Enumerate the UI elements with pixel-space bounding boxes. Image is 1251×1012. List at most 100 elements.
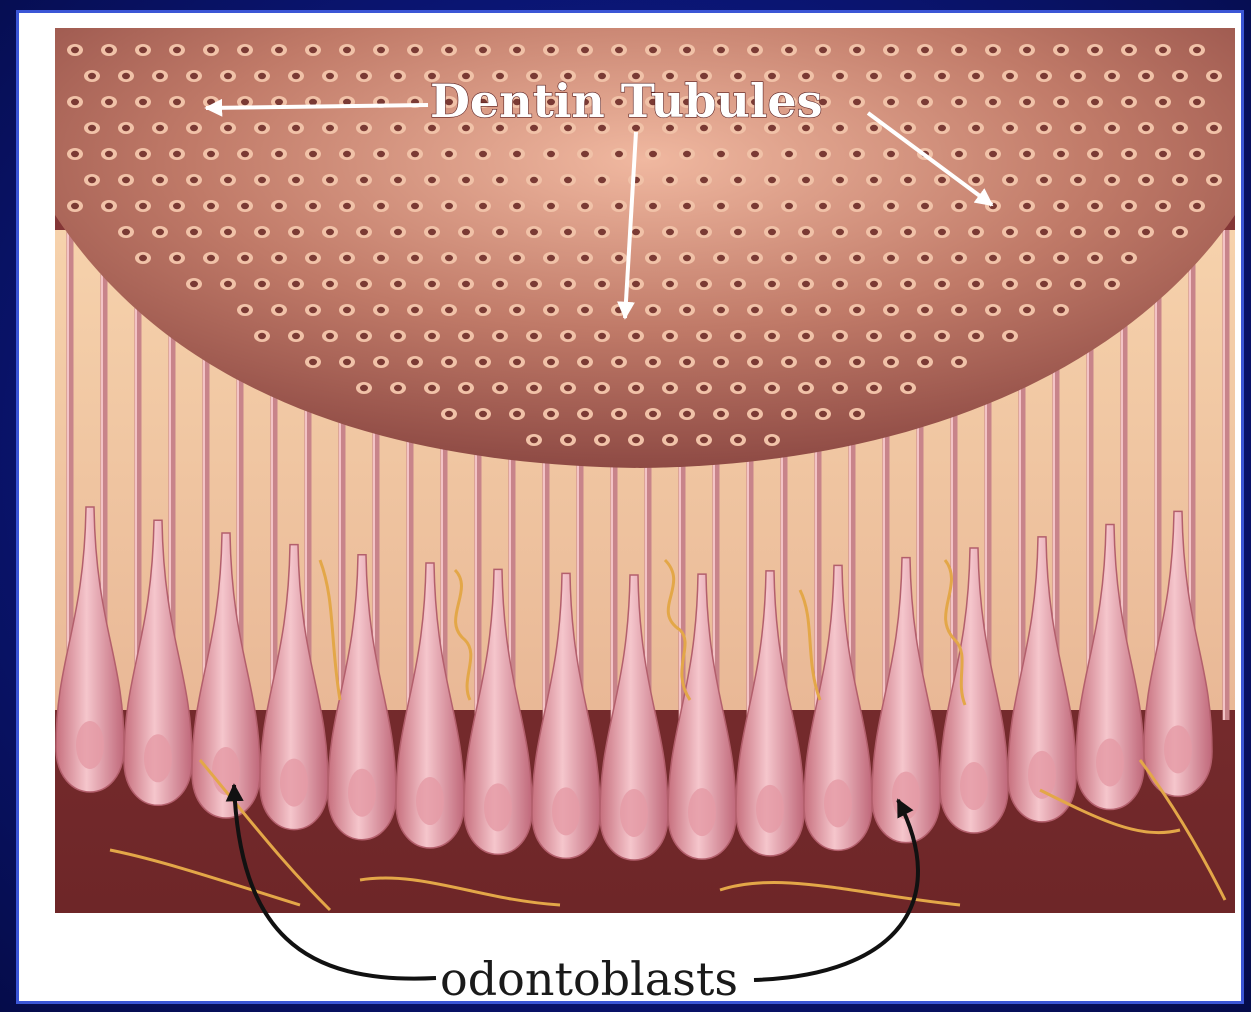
tubule-opening — [343, 203, 351, 209]
tubule-opening — [275, 255, 283, 261]
tubule-opening — [938, 73, 946, 79]
tubule-opening — [887, 151, 895, 157]
odontoblast-nucleus — [960, 762, 988, 810]
tubule-opening — [989, 307, 997, 313]
tubule-opening — [445, 411, 453, 417]
tubule-opening — [1108, 73, 1116, 79]
tubule-opening — [122, 125, 130, 131]
tubule-opening — [1125, 255, 1133, 261]
tubule-opening — [615, 151, 623, 157]
tubule-opening — [241, 255, 249, 261]
tubule-opening — [649, 151, 657, 157]
tubule-opening — [564, 333, 572, 339]
tubule-opening — [1091, 47, 1099, 53]
tubule-opening — [258, 125, 266, 131]
tubule-opening — [870, 125, 878, 131]
tubule-opening — [207, 99, 215, 105]
tubule-opening — [530, 437, 538, 443]
tubule-opening — [428, 177, 436, 183]
tubule-opening — [190, 177, 198, 183]
tubule-opening — [309, 307, 317, 313]
tubule-opening — [972, 73, 980, 79]
tubule-opening — [581, 255, 589, 261]
tubule-opening — [955, 307, 963, 313]
tubule-opening — [700, 385, 708, 391]
tubule-opening — [411, 203, 419, 209]
tubule-opening — [683, 151, 691, 157]
tubule-opening — [428, 281, 436, 287]
tubule-opening — [904, 281, 912, 287]
tubule-opening — [989, 47, 997, 53]
tubule-opening — [1159, 47, 1167, 53]
odontoblast-nucleus — [348, 769, 376, 817]
tubule-opening — [1074, 281, 1082, 287]
tubule-opening — [1091, 255, 1099, 261]
tubule-opening — [768, 385, 776, 391]
tubule-opening — [734, 385, 742, 391]
tubule-opening — [972, 125, 980, 131]
tubule-opening — [394, 177, 402, 183]
tubule-opening — [1193, 203, 1201, 209]
tubule-opening — [326, 73, 334, 79]
tubule-opening — [598, 281, 606, 287]
tubule-opening — [326, 333, 334, 339]
tubule-opening — [1125, 203, 1133, 209]
tubule-opening — [513, 255, 521, 261]
tubule-opening — [1023, 99, 1031, 105]
tubule-opening — [173, 255, 181, 261]
tubule-opening — [717, 203, 725, 209]
tubule-opening — [496, 177, 504, 183]
tubule-opening — [547, 255, 555, 261]
tubule-opening — [887, 47, 895, 53]
tubule-opening — [819, 411, 827, 417]
tubule-opening — [683, 307, 691, 313]
tubule-opening — [972, 177, 980, 183]
tubule-opening — [955, 47, 963, 53]
tubule-opening — [292, 333, 300, 339]
tubule-opening — [853, 151, 861, 157]
tubule-opening — [394, 333, 402, 339]
tubule-opening — [734, 281, 742, 287]
tubule-opening — [1108, 177, 1116, 183]
tubule-opening — [275, 99, 283, 105]
tubule-opening — [989, 151, 997, 157]
tubule-opening — [462, 385, 470, 391]
tubule-opening — [836, 385, 844, 391]
tubule-opening — [547, 359, 555, 365]
tubule-opening — [1125, 99, 1133, 105]
tubule-opening — [292, 229, 300, 235]
tubule-opening — [870, 385, 878, 391]
tubule-opening — [445, 47, 453, 53]
tubule-opening — [666, 385, 674, 391]
tubule-opening — [632, 281, 640, 287]
tubule-opening — [921, 255, 929, 261]
tubule-opening — [598, 385, 606, 391]
tubule-opening — [190, 229, 198, 235]
tubule-opening — [819, 359, 827, 365]
tubule-opening — [241, 203, 249, 209]
tubule-opening — [496, 385, 504, 391]
tubule-opening — [870, 177, 878, 183]
tubule-opening — [479, 47, 487, 53]
tubule-opening — [887, 359, 895, 365]
tubule-opening — [1023, 47, 1031, 53]
tubule-opening — [377, 359, 385, 365]
tubule-opening — [513, 307, 521, 313]
tubule-opening — [1057, 307, 1065, 313]
tubule-opening — [394, 125, 402, 131]
tubule-opening — [139, 99, 147, 105]
tubule-opening — [649, 255, 657, 261]
tubule-opening — [785, 359, 793, 365]
tubule-opening — [955, 203, 963, 209]
tubule-opening — [717, 255, 725, 261]
tubule-opening — [1057, 203, 1065, 209]
tubule-opening — [836, 177, 844, 183]
tubule-opening — [1040, 281, 1048, 287]
tubule-opening — [1125, 47, 1133, 53]
tubule-opening — [717, 359, 725, 365]
tubule-opening — [802, 385, 810, 391]
tubule-opening — [836, 229, 844, 235]
tubule-opening — [1193, 151, 1201, 157]
tubule-opening — [122, 177, 130, 183]
tubule-opening — [292, 281, 300, 287]
